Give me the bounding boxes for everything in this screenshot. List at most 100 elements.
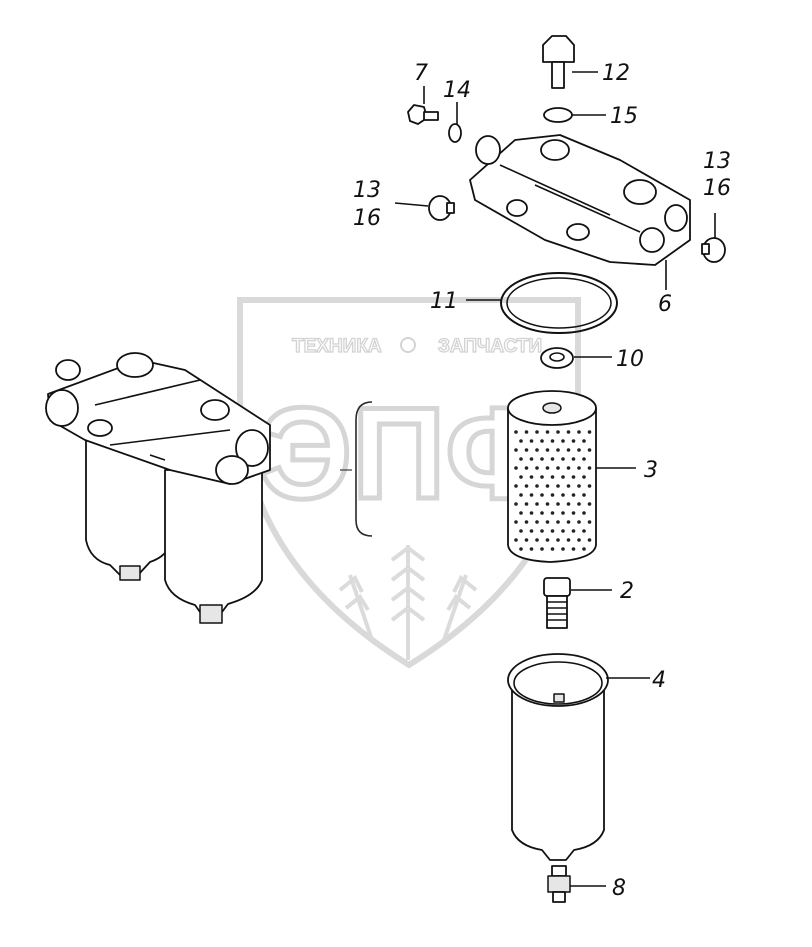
washer-part-14 xyxy=(448,123,462,143)
perforation-dot xyxy=(545,502,550,506)
perforation-dot xyxy=(540,529,544,533)
perforation-dot xyxy=(577,538,581,542)
callout-14: 14 xyxy=(443,78,471,103)
perforation-dot xyxy=(540,547,544,551)
perforation-dot xyxy=(514,430,518,434)
watermark-text-right: ЗАПЧАСТИ xyxy=(438,336,542,357)
perforation-dot xyxy=(556,448,560,452)
filter-perforation xyxy=(514,430,592,551)
perforation-dot xyxy=(582,511,586,515)
perforation-dot xyxy=(550,511,555,515)
perforation-dot xyxy=(587,538,592,542)
callout-6: 6 xyxy=(658,292,672,317)
perforation-dot xyxy=(545,484,550,488)
perforation-dot xyxy=(519,439,523,443)
perforation-dot xyxy=(561,493,565,497)
filter-bowl-part-4 xyxy=(507,653,609,861)
perforation-dot xyxy=(529,529,534,533)
perforation-dot xyxy=(514,484,518,488)
perforation-dot xyxy=(519,529,523,533)
plug-right-part-13 xyxy=(701,237,726,263)
perforation-dot xyxy=(566,448,571,452)
perforation-dot xyxy=(519,511,523,515)
perforation-dot xyxy=(540,511,544,515)
filter-cover-part-6 xyxy=(469,134,691,266)
callout-12: 12 xyxy=(602,61,630,86)
drain-plug-part-8 xyxy=(547,865,571,903)
perforation-dot xyxy=(524,466,529,470)
perforation-dot xyxy=(577,484,581,488)
perforation-dot xyxy=(561,529,565,533)
plug-left-part-13 xyxy=(428,195,455,221)
perforation-dot xyxy=(582,457,586,461)
perforation-dot xyxy=(524,502,529,506)
perforation-dot xyxy=(566,430,571,434)
valve-part-2 xyxy=(543,577,571,629)
perforation-dot xyxy=(582,475,586,479)
perforation-dot xyxy=(550,529,555,533)
perforation-dot xyxy=(519,457,523,461)
callout-2: 2 xyxy=(620,579,634,604)
perforation-dot xyxy=(550,475,555,479)
callout-16-left: 16 xyxy=(353,206,381,231)
perforation-dot xyxy=(577,430,581,434)
perforation-dot xyxy=(550,493,555,497)
perforation-dot xyxy=(561,547,565,551)
perforation-dot xyxy=(529,439,534,443)
perforation-dot xyxy=(524,430,529,434)
perforation-dot xyxy=(545,466,550,470)
callout-4: 4 xyxy=(652,668,666,693)
perforation-dot xyxy=(556,484,560,488)
perforation-dot xyxy=(550,547,555,551)
perforation-dot xyxy=(571,529,576,533)
perforation-dot xyxy=(529,457,534,461)
callout-13-left: 13 xyxy=(353,178,381,203)
perforation-dot xyxy=(566,520,571,524)
perforation-dot xyxy=(540,439,544,443)
perforation-dot xyxy=(582,547,586,551)
bolt-part-12 xyxy=(542,35,575,89)
watermark-wheat-icon xyxy=(338,545,478,660)
leader-lines xyxy=(394,71,716,887)
watermark-bracket xyxy=(355,401,373,537)
watermark: ТЕХНИКА ЗАПЧАСТИ ЭПФ xyxy=(237,297,581,669)
perforation-dot xyxy=(514,520,518,524)
perforation-dot xyxy=(545,430,550,434)
perforation-dot xyxy=(577,448,581,452)
perforation-dot xyxy=(535,448,539,452)
callout-labels: 7 14 12 15 13 16 13 16 6 11 10 3 2 4 8 xyxy=(353,61,731,901)
callout-10: 10 xyxy=(616,347,644,372)
perforation-dot xyxy=(556,520,560,524)
perforation-dot xyxy=(524,520,529,524)
o-ring-part-11 xyxy=(500,272,618,334)
perforation-dot xyxy=(556,430,560,434)
perforation-dot xyxy=(540,475,544,479)
perforation-dot xyxy=(561,511,565,515)
watermark-gear-icon xyxy=(400,337,416,353)
perforation-dot xyxy=(535,502,539,506)
perforation-dot xyxy=(566,484,571,488)
perforation-dot xyxy=(529,511,534,515)
perforation-dot xyxy=(514,448,518,452)
perforation-dot xyxy=(535,430,539,434)
filter-element-part-3 xyxy=(507,390,597,563)
callout-16-right: 16 xyxy=(703,176,731,201)
perforation-dot xyxy=(566,466,571,470)
perforation-dot xyxy=(529,547,534,551)
perforation-dot xyxy=(529,493,534,497)
callout-7: 7 xyxy=(414,61,428,86)
perforation-dot xyxy=(571,475,576,479)
perforation-dot xyxy=(545,520,550,524)
perforation-dot xyxy=(540,493,544,497)
callout-11: 11 xyxy=(430,289,458,314)
perforation-dot xyxy=(514,466,518,470)
callout-15: 15 xyxy=(610,104,638,129)
perforation-dot xyxy=(524,538,529,542)
perforation-dot xyxy=(587,484,592,488)
perforation-dot xyxy=(524,484,529,488)
perforation-dot xyxy=(556,502,560,506)
perforation-dot xyxy=(535,538,539,542)
perforation-dot xyxy=(587,502,592,506)
seal-part-10 xyxy=(540,347,574,369)
perforation-dot xyxy=(540,457,544,461)
